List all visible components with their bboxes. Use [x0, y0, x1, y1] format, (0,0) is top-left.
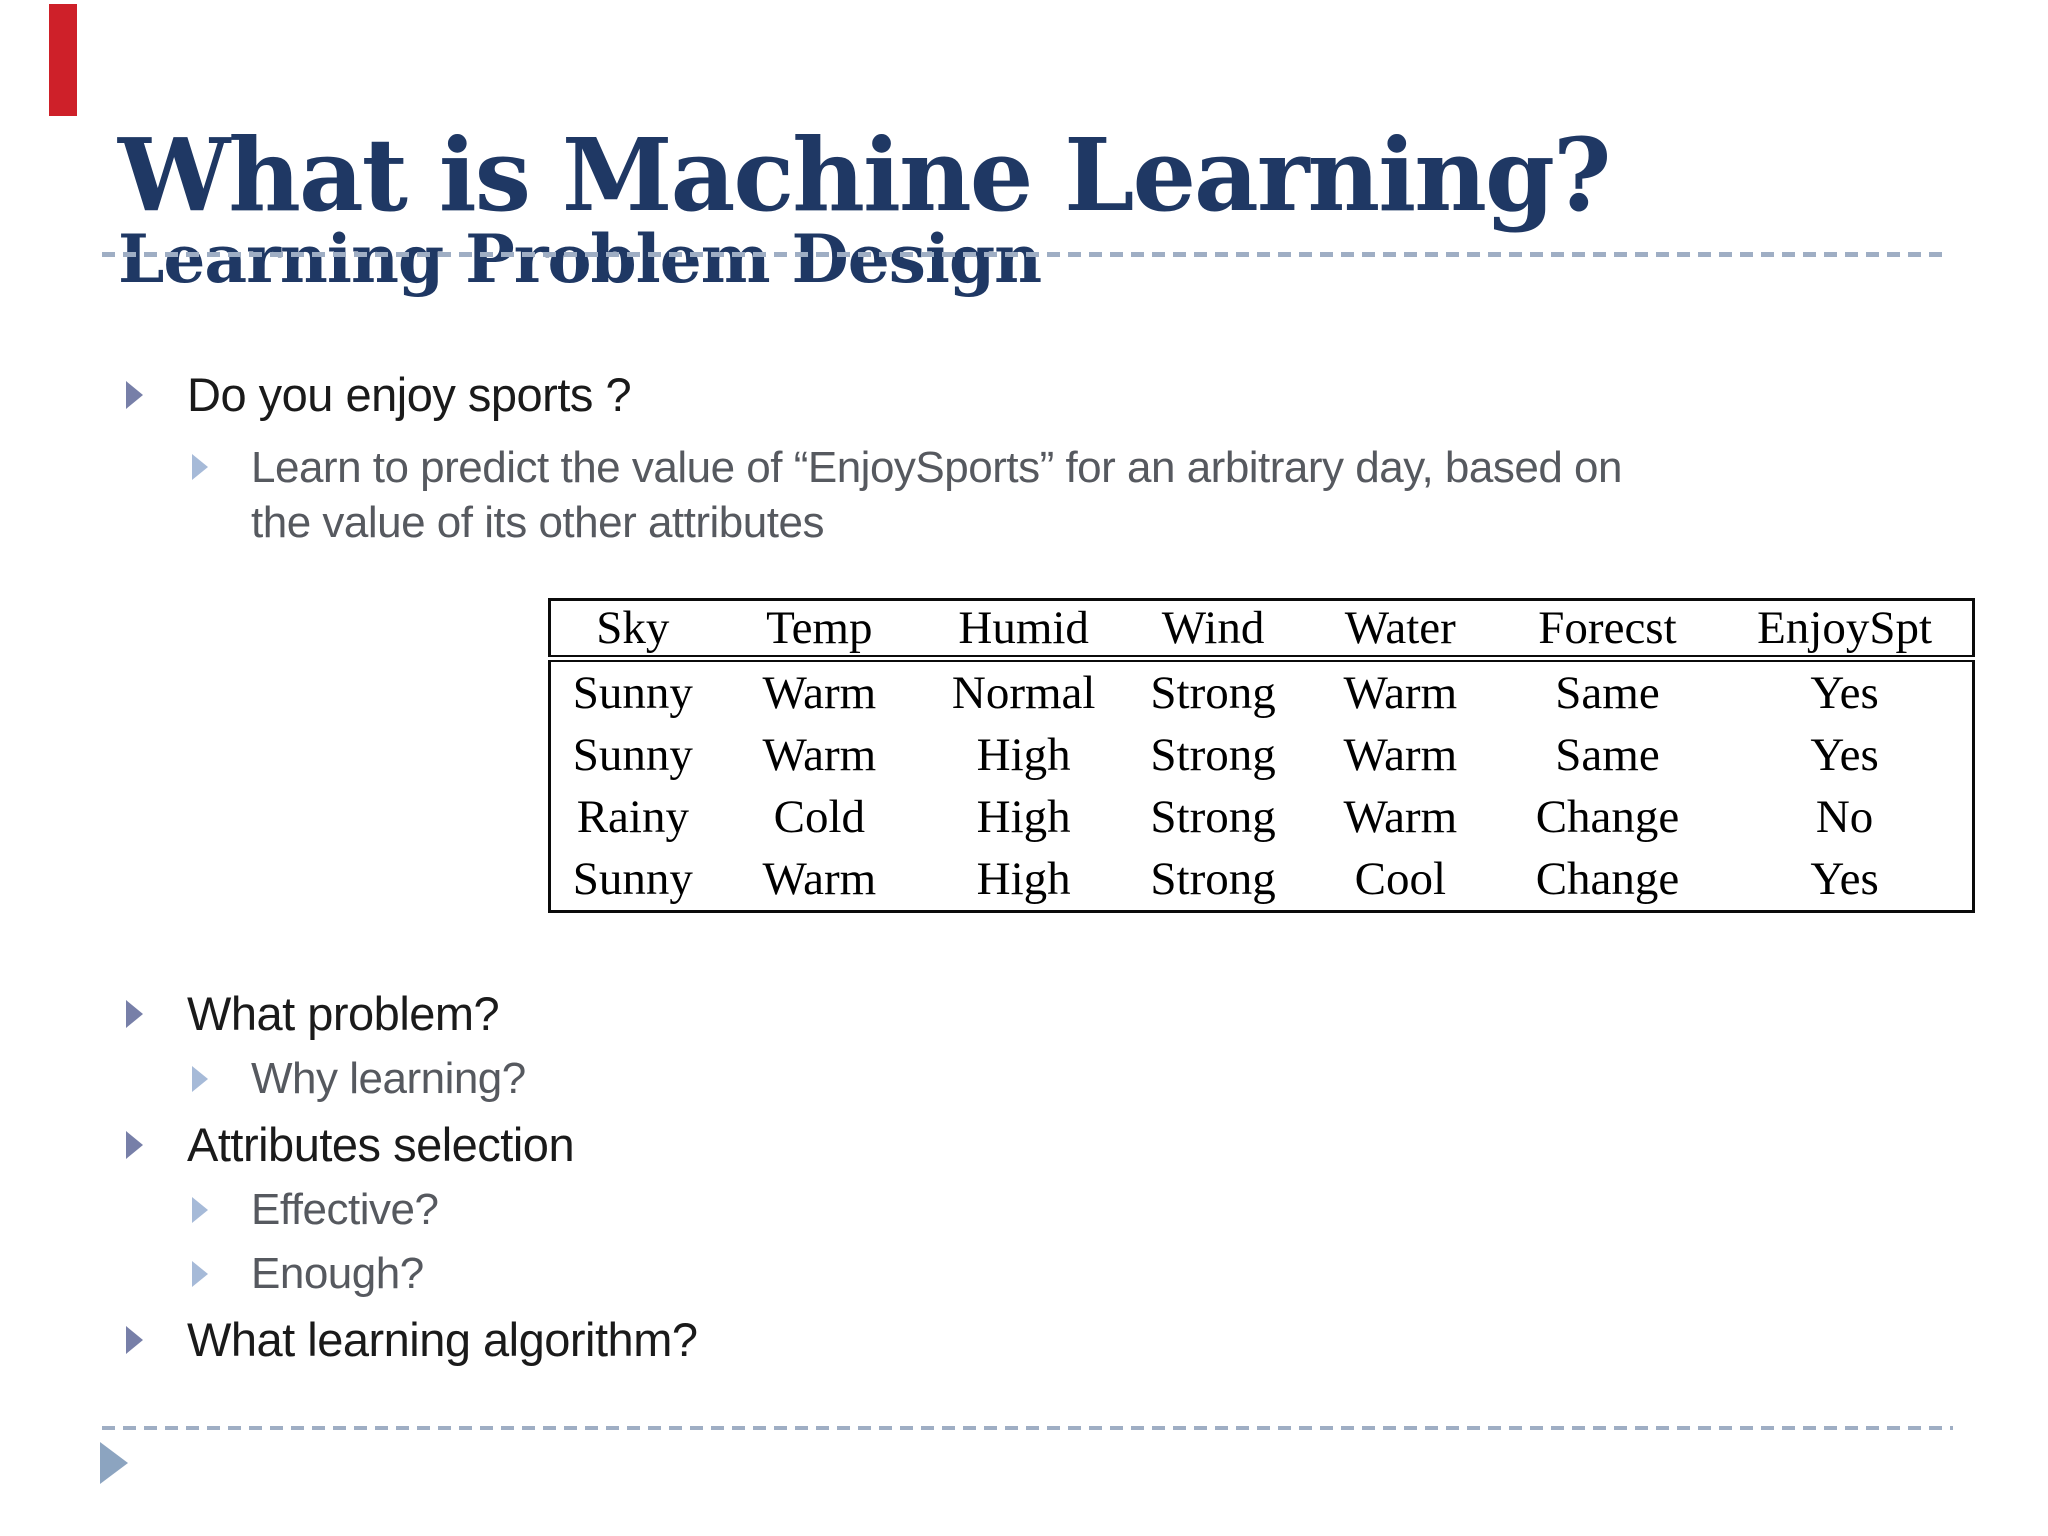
table-cell: Strong — [1150, 729, 1276, 781]
table-cell: Strong — [1150, 853, 1276, 905]
sub-bullet-item: Learn to predict the value of “EnjoySpor… — [120, 440, 1940, 550]
table-cell: Yes — [1810, 729, 1879, 781]
column-header: Sky — [549, 599, 715, 662]
table-cell: Warm — [762, 667, 877, 719]
next-slide-arrow-icon — [100, 1442, 128, 1484]
table-cell: Change — [1535, 853, 1680, 905]
table-cell: Same — [1555, 729, 1660, 781]
table-cell: Warm — [1343, 729, 1458, 781]
column-header: Forecst — [1497, 599, 1718, 662]
bullet-text: Effective? — [251, 1185, 439, 1234]
table-cell: Normal — [951, 667, 1096, 719]
sub-bullet-item: Effective? — [120, 1178, 1940, 1242]
bullet-list-bottom: What problem? Why learning? Attributes sel… — [120, 980, 1940, 1373]
bullet-arrow-icon — [192, 1066, 208, 1092]
sub-bullet-item: Why learning? — [120, 1047, 1940, 1111]
bullet-arrow-icon — [192, 1261, 208, 1287]
slide-subtitle: Learning Problem Design — [118, 219, 1042, 298]
table-cell: Cool — [1354, 853, 1447, 905]
table-cell: Sunny — [572, 667, 693, 719]
table-row: Sunny Warm High Strong Warm Same Yes — [550, 724, 1974, 786]
table-cell: Strong — [1150, 791, 1276, 843]
column-header: Temp — [714, 599, 924, 662]
bullet-text: Learn to predict the value of “EnjoySpor… — [251, 443, 1622, 547]
bullet-text: Do you enjoy sports ? — [187, 368, 632, 421]
bullet-arrow-icon — [126, 381, 143, 409]
table-cell: Yes — [1810, 667, 1879, 719]
bullet-arrow-icon — [126, 1326, 143, 1354]
table-cell: High — [976, 791, 1071, 843]
table-row: Sunny Warm Normal Strong Warm Same Yes — [550, 659, 1974, 725]
table-cell: High — [976, 729, 1071, 781]
slide-title: What is Machine Learning? — [118, 116, 1611, 234]
red-accent-tab-icon — [49, 4, 77, 116]
bullet-item: Attributes selection — [120, 1111, 1940, 1178]
bullet-arrow-icon — [192, 454, 208, 480]
table-cell: No — [1815, 791, 1874, 843]
table-row: Rainy Cold High Strong Warm Change No — [550, 786, 1974, 848]
bullet-text: Enough? — [251, 1249, 424, 1298]
dashed-divider-bottom — [102, 1426, 1953, 1430]
table-row: Sunny Warm High Strong Cool Change Yes — [550, 848, 1974, 912]
bullet-arrow-icon — [192, 1197, 208, 1223]
table-cell: Yes — [1810, 853, 1879, 905]
bullet-item: What problem? — [120, 980, 1940, 1047]
bullet-arrow-icon — [126, 1131, 143, 1159]
bullet-list-top: Do you enjoy sports ? Learn to predict th… — [120, 366, 1940, 550]
column-header: EnjoySpt — [1717, 599, 1974, 662]
bullet-text: Why learning? — [251, 1054, 526, 1103]
table-cell: Cold — [773, 791, 866, 843]
column-header: Water — [1302, 599, 1498, 662]
table-cell: Warm — [1343, 667, 1458, 719]
bullet-item: Do you enjoy sports ? — [120, 366, 1940, 424]
bullet-text: Attributes selection — [187, 1118, 575, 1171]
table-cell: Strong — [1150, 667, 1276, 719]
table-cell: Warm — [762, 729, 877, 781]
bullet-arrow-icon — [126, 1000, 143, 1028]
table-cell: Warm — [762, 853, 877, 905]
bullet-item: What learning algorithm? — [120, 1306, 1940, 1373]
bullet-text: What learning algorithm? — [187, 1313, 698, 1366]
table-cell: Warm — [1343, 791, 1458, 843]
table-cell: Sunny — [572, 853, 693, 905]
column-header: Wind — [1123, 599, 1303, 662]
table-cell: Change — [1535, 791, 1680, 843]
dashed-divider-top — [102, 252, 1947, 257]
table-cell: Same — [1555, 667, 1660, 719]
table-cell: Sunny — [572, 729, 693, 781]
table-cell: High — [976, 853, 1071, 905]
sub-bullet-item: Enough? — [120, 1242, 1940, 1306]
column-header: Humid — [923, 599, 1124, 662]
table-cell: Rainy — [576, 791, 689, 843]
bullet-text: What problem? — [187, 987, 500, 1040]
